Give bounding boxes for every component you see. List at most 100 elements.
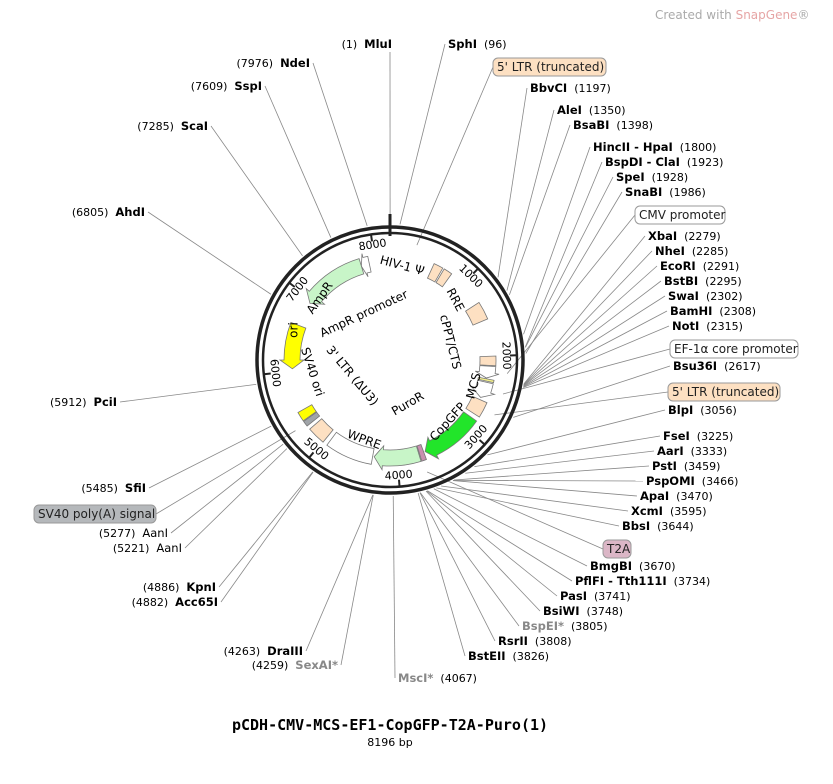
enzyme-site-bsu36i[interactable]: Bsu36I (2617)	[673, 359, 761, 373]
enzyme-site-sphi[interactable]: SphI (96)	[448, 37, 507, 51]
feature-cppt-cts	[479, 355, 497, 367]
enzyme-site-xcmi[interactable]: XcmI (3595)	[631, 504, 707, 518]
enzyme-site-mlui[interactable]: (1) MluI	[342, 37, 392, 51]
enzyme-leader-line	[465, 450, 655, 474]
enzyme-site-bamhi[interactable]: BamHI (2308)	[670, 304, 756, 318]
watermark-prefix: Created with	[655, 8, 736, 22]
tick-mark	[370, 234, 374, 242]
enzyme-site-fsei[interactable]: FseI (3225)	[663, 429, 733, 443]
enzyme-name: BamHI	[670, 304, 712, 318]
enzyme-position: (3748)	[580, 605, 624, 618]
enzyme-leader-line	[523, 235, 646, 385]
tick-mark	[288, 281, 296, 288]
feature-callout-label[interactable]: 5' LTR (truncated)	[497, 60, 604, 74]
enzyme-leader-line	[392, 495, 396, 679]
enzyme-name: RsrII	[498, 634, 528, 648]
enzyme-leader-line	[220, 471, 314, 603]
enzyme-position: (3056)	[693, 404, 737, 417]
enzyme-site-hincii-hpai[interactable]: HincII - HpaI (1800)	[593, 140, 716, 154]
enzyme-site-aari[interactable]: AarI (3333)	[657, 444, 727, 458]
feature-callout-box	[492, 57, 607, 77]
enzyme-site-bspdi-clai[interactable]: BspDI - ClaI (1923)	[605, 155, 723, 169]
enzyme-site-draiii[interactable]: (4263) DraIII	[224, 644, 303, 658]
enzyme-site-bsteii[interactable]: BstEII (3826)	[468, 649, 549, 663]
enzyme-site-bsiwi[interactable]: BsiWI (3748)	[543, 604, 623, 618]
feature-callout-label[interactable]: 5' LTR (truncated)	[672, 385, 779, 399]
enzyme-name: BstEII	[468, 649, 506, 663]
enzyme-leader-line	[453, 465, 650, 481]
enzyme-position: (1800)	[673, 141, 717, 154]
feature-callout-label[interactable]: SV40 poly(A) signal	[38, 507, 155, 521]
enzyme-name: NdeI	[280, 56, 310, 70]
enzyme-site-snabi[interactable]: SnaBI (1986)	[625, 185, 706, 199]
enzyme-leader-line	[312, 62, 368, 227]
enzyme-position: (2285)	[685, 245, 729, 258]
enzyme-site-noti[interactable]: NotI (2315)	[672, 319, 743, 333]
watermark-brand: SnapGene	[735, 8, 798, 22]
enzyme-site-sexai-[interactable]: (4259) SexAI*	[252, 658, 338, 672]
enzyme-site-psti[interactable]: PstI (3459)	[652, 459, 720, 473]
feature-callout-label[interactable]: EF-1α core promoter	[674, 342, 798, 356]
enzyme-site-aani[interactable]: (5221) AanI	[113, 541, 182, 555]
enzyme-site-msci-[interactable]: MscI* (4067)	[398, 671, 477, 685]
enzyme-site-swai[interactable]: SwaI (2302)	[668, 289, 743, 303]
enzyme-site-bstbi[interactable]: BstBI (2295)	[664, 274, 742, 288]
feature-callout-box	[669, 339, 799, 359]
enzyme-site-sspi[interactable]: (7609) SspI	[191, 79, 262, 93]
feature-callout-label[interactable]: T2A	[606, 542, 631, 556]
enzyme-site-pcii[interactable]: (5912) PciI	[50, 395, 117, 409]
feature-label: ori	[287, 322, 301, 338]
enzyme-site-apai[interactable]: ApaI (3470)	[640, 489, 713, 503]
enzyme-leader-line	[509, 124, 571, 296]
enzyme-leader-line	[305, 494, 374, 652]
enzyme-site-alei[interactable]: AleI (1350)	[557, 103, 626, 117]
enzyme-name: ApaI	[640, 489, 669, 503]
enzyme-position: (7285)	[137, 120, 181, 133]
enzyme-site-nhei[interactable]: NheI (2285)	[655, 244, 728, 258]
enzyme-site-ahdi[interactable]: (6805) AhdI	[72, 205, 145, 219]
enzyme-site-bbsi[interactable]: BbsI (3644)	[622, 519, 694, 533]
feature-ampr	[305, 258, 365, 305]
enzyme-name: FseI	[663, 429, 690, 443]
enzyme-leader-line	[441, 485, 629, 512]
enzyme-site-ndei[interactable]: (7976) NdeI	[236, 56, 310, 70]
feature-callout-label[interactable]: CMV promoter	[639, 208, 726, 222]
enzyme-site-pflfi-tth111i[interactable]: PflFI - Tth111I (3734)	[575, 574, 710, 588]
feature-label: PuroR	[389, 389, 426, 419]
enzyme-leader-line	[525, 176, 614, 348]
enzyme-site-bspei-[interactable]: BspEI* (3805)	[522, 619, 608, 633]
enzyme-site-spei[interactable]: SpeI (1928)	[616, 170, 688, 184]
enzyme-site-aani[interactable]: (5277) AanI	[99, 526, 168, 540]
enzyme-leader-line	[523, 295, 666, 387]
enzyme-position: (3644)	[650, 520, 694, 533]
enzyme-site-scai[interactable]: (7285) ScaI	[137, 119, 208, 133]
enzyme-site-pspomi[interactable]: PspOMI (3466)	[646, 474, 738, 488]
enzyme-leader-line	[340, 494, 374, 666]
enzyme-leader-line	[147, 211, 272, 295]
enzyme-leader-line	[452, 480, 638, 497]
enzyme-site-kpni[interactable]: (4886) KpnI	[143, 580, 216, 594]
enzyme-name: HincII - HpaI	[593, 140, 673, 154]
enzyme-site-bbvci[interactable]: BbvCI (1197)	[530, 81, 611, 95]
enzyme-site-rsrii[interactable]: RsrII (3808)	[498, 634, 572, 648]
enzyme-name: Bsu36I	[673, 359, 717, 373]
enzyme-name: BmgBI	[590, 559, 632, 573]
enzyme-position: (1)	[342, 38, 365, 51]
enzyme-position: (3595)	[663, 505, 707, 518]
enzyme-site-xbai[interactable]: XbaI (2279)	[648, 229, 721, 243]
enzyme-site-sfii[interactable]: (5485) SfiI	[81, 481, 146, 495]
enzyme-site-acc65i[interactable]: (4882) Acc65I	[132, 595, 218, 609]
tick-label: 5000	[301, 435, 331, 463]
enzyme-site-bsabi[interactable]: BsaBI (1398)	[573, 118, 653, 132]
tick-mark	[308, 451, 315, 459]
enzyme-site-bmgbi[interactable]: BmgBI (3670)	[590, 559, 676, 573]
enzyme-name: PciI	[94, 395, 117, 409]
enzyme-site-pasi[interactable]: PasI (3741)	[560, 589, 631, 603]
enzyme-name: BbsI	[622, 519, 650, 533]
enzyme-leader-line	[210, 125, 303, 257]
enzyme-position: (1928)	[645, 171, 689, 184]
enzyme-site-ecori[interactable]: EcoRI (2291)	[660, 259, 739, 273]
enzyme-leader-line	[425, 490, 541, 612]
enzyme-site-blpi[interactable]: BlpI (3056)	[668, 403, 737, 417]
feature-sv40-ori	[297, 404, 317, 422]
